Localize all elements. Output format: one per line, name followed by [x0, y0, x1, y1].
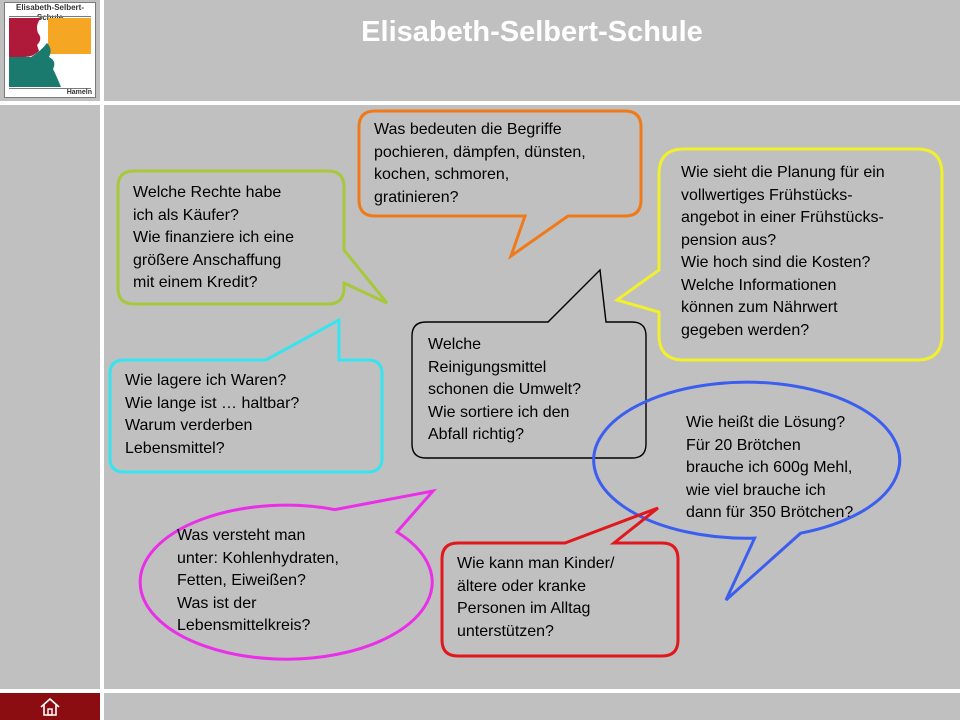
text-line: pochieren, dämpfen, dünsten,	[374, 143, 586, 161]
text-line: Wie kann man Kinder/	[457, 555, 615, 572]
text-line: Was ist der	[177, 594, 257, 612]
text-line: unter: Kohlenhydraten,	[177, 549, 339, 567]
text-line: brauche ich 600g Mehl,	[686, 459, 853, 476]
logo-sub-text: Hameln	[66, 89, 92, 96]
text-line: angebot in einer Frühstücks-	[681, 209, 884, 226]
text-line: mit einem Kredit?	[133, 274, 258, 291]
text-line: Wie sieht die Planung für ein	[681, 164, 885, 181]
text-line: Lebensmittelkreis?	[177, 617, 311, 634]
text-line: pension aus?	[681, 231, 777, 249]
text-line: dann für 350 Brötchen?	[686, 504, 854, 521]
bubble-fruehstueck	[613, 147, 944, 362]
text-line: Abfall richtig?	[428, 426, 525, 443]
home-icon	[40, 697, 60, 716]
text-line: Was versteht man	[177, 527, 306, 544]
bubble-kinder	[440, 506, 680, 658]
logo-top-text: Elisabeth-Selbert-Schule	[15, 3, 84, 22]
bubble-waren-text: Wie lagere ich Waren? Wie lange ist … ha…	[125, 370, 299, 460]
footer-divider	[0, 689, 960, 693]
bubble-rechte	[116, 169, 389, 306]
home-button[interactable]	[0, 693, 100, 720]
bubble-loesung-text: Wie heißt die Lösung? Für 20 Brötchen br…	[686, 412, 853, 525]
text-line: Wie lagere ich Waren?	[125, 372, 287, 389]
text-line: Für 20 Brötchen	[686, 436, 801, 454]
bubble-begriffe-text: Was bedeuten die Begriffe pochieren, däm…	[374, 119, 586, 209]
text-line: Fetten, Eiweißen?	[177, 572, 306, 589]
header-bar	[0, 0, 960, 102]
text-line: Wie lange ist … haltbar?	[125, 394, 300, 412]
vertical-divider	[100, 0, 104, 720]
text-line: vollwertiges Frühstücks-	[681, 186, 853, 204]
text-line: wie viel brauche ich	[686, 481, 826, 499]
logo-graphic	[9, 16, 91, 89]
bubble-kohlenhydrate-text: Was versteht man unter: Kohlenhydraten, …	[177, 525, 339, 638]
left-column	[0, 105, 100, 690]
text-line: Reinigungsmittel	[428, 358, 547, 376]
text-line: ich als Käufer?	[133, 206, 239, 224]
bubble-kohlenhydrate	[138, 488, 438, 661]
logo-teal-profile	[9, 43, 61, 87]
school-logo: Elisabeth-Selbert-Schule Hameln	[4, 2, 96, 98]
text-line: ältere oder kranke	[457, 577, 586, 595]
text-line: Wie finanziere ich eine	[133, 229, 294, 246]
text-line: gratinieren?	[374, 188, 459, 206]
text-line: kochen, schmoren,	[374, 166, 510, 183]
text-line: Welche Rechte habe	[133, 184, 282, 201]
text-line: größere Anschaffung	[133, 251, 282, 269]
text-line: Welche	[428, 336, 482, 353]
bubble-reinigungsmittel	[411, 268, 647, 459]
text-line: Lebensmittel?	[125, 439, 225, 457]
logo-orange-block	[48, 18, 91, 54]
text-line: können zum Nährwert	[681, 299, 838, 316]
bubble-reinigungsmittel-text: Welche Reinigungsmittel schonen die Umwe…	[428, 334, 581, 447]
text-line: Was bedeuten die Begriffe	[374, 121, 562, 138]
text-line: gegeben werden?	[681, 321, 810, 339]
text-line: Wie sortiere ich den	[428, 403, 570, 421]
text-line: Wie heißt die Lösung?	[686, 414, 846, 431]
text-line: schonen die Umwelt?	[428, 381, 581, 398]
footer-bar	[0, 693, 960, 720]
bubble-kinder-text: Wie kann man Kinder/ ältere oder kranke …	[457, 553, 614, 643]
bubble-fruehstueck-text: Wie sieht die Planung für ein vollwertig…	[681, 162, 885, 342]
bubble-rechte-text: Welche Rechte habe ich als Käufer? Wie f…	[133, 182, 294, 295]
text-line: Warum verderben	[125, 417, 253, 434]
text-line: Wie hoch sind die Kosten?	[681, 254, 871, 271]
page-title: Elisabeth-Selbert-Schule	[361, 16, 703, 48]
text-line: Welche Informationen	[681, 276, 837, 294]
text-line: unterstützen?	[457, 622, 554, 640]
logo-red-profile	[9, 18, 41, 57]
header-divider	[0, 101, 960, 105]
bubble-begriffe	[357, 109, 643, 260]
bubble-waren	[108, 317, 384, 474]
text-line: Personen im Alltag	[457, 600, 591, 617]
